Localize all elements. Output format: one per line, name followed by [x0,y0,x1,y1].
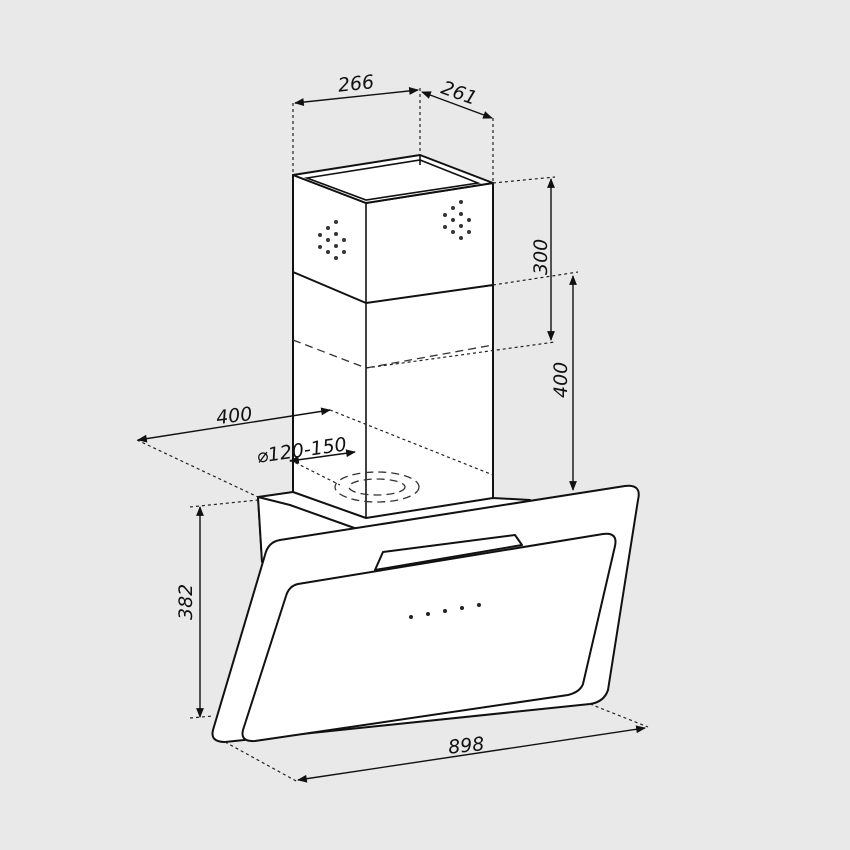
glass-panel-inner [241,532,617,743]
dimension-arrows [137,87,646,783]
vent-holes-left [318,220,346,260]
hood-height-label: 382 [175,584,197,620]
hood-width-label: 898 [447,733,485,759]
vent-holes-right [443,200,471,240]
lower-chimney-height-label: 400 [550,362,572,398]
extension-lines [136,88,649,783]
lower-chimney [292,271,494,521]
chimney-width-label: 266 [337,71,375,97]
chimney-depth-label: 261 [438,77,480,110]
upper-chimney-height-label: 300 [530,239,552,275]
upper-chimney [292,154,494,304]
filter-handle [374,534,523,571]
wall-depth-label: 400 [215,403,254,429]
control-buttons[interactable] [409,603,481,619]
hood-body [211,471,640,743]
